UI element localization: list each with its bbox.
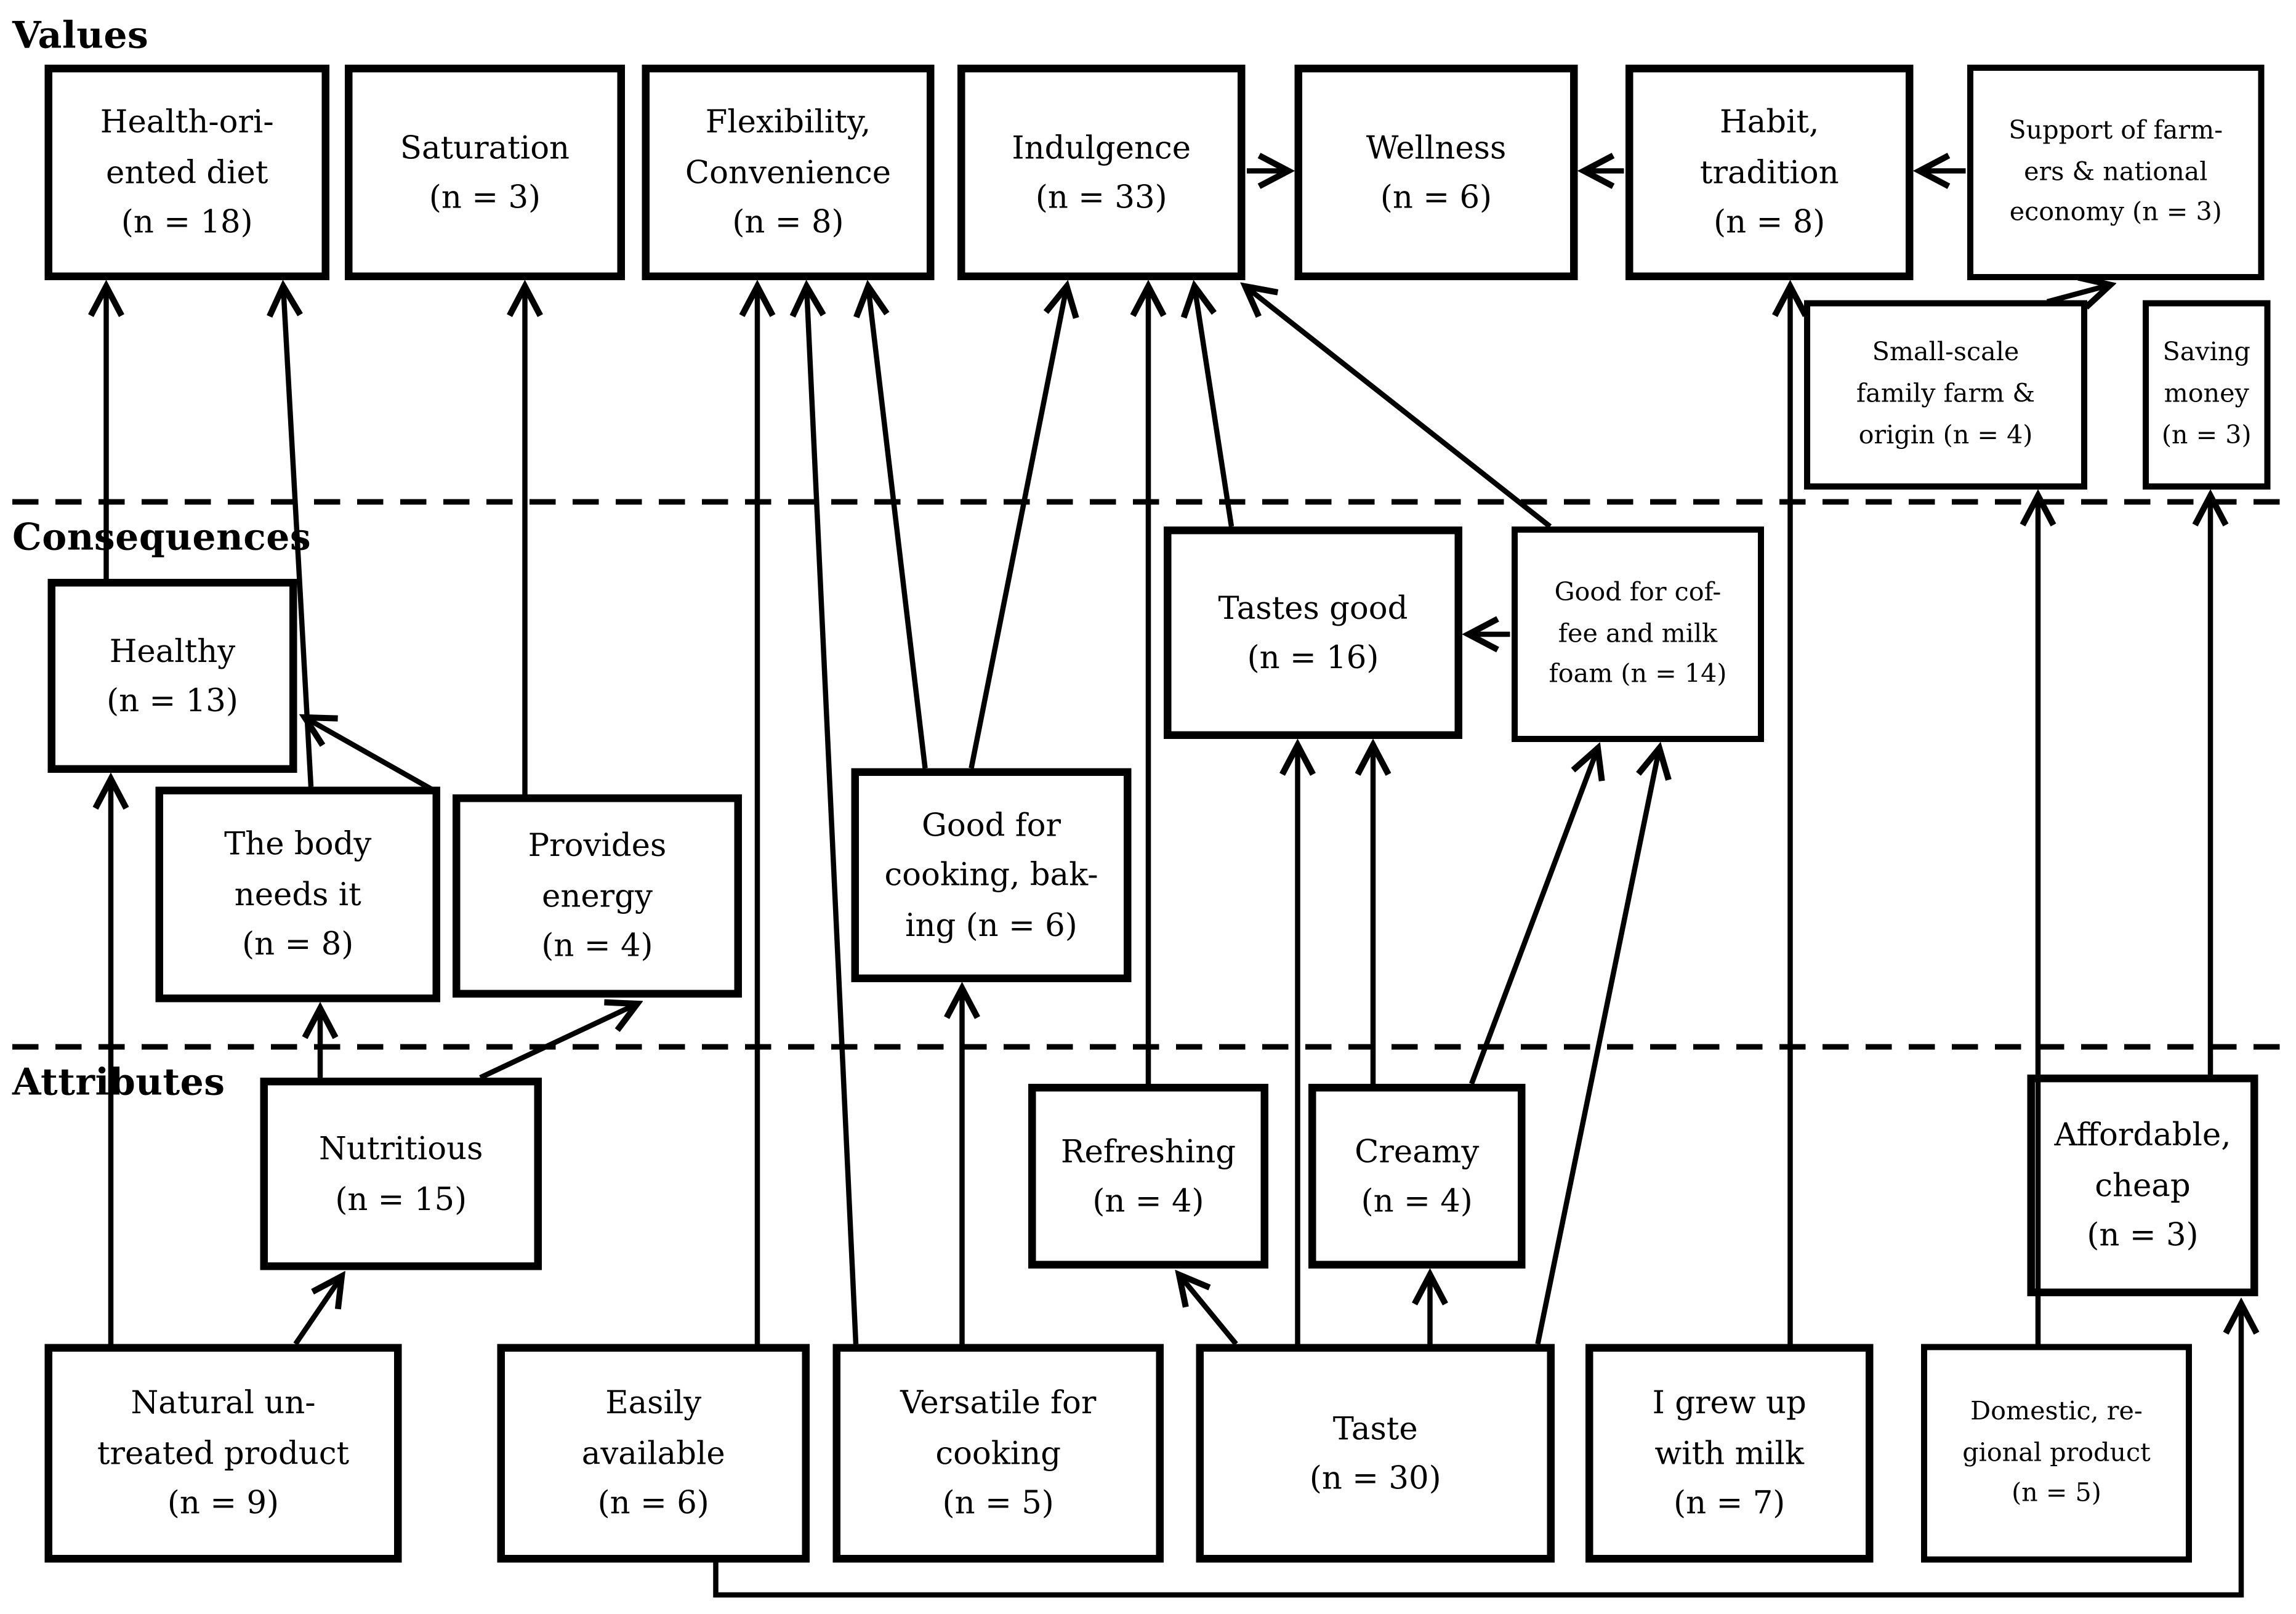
- node-the-body-needs-it: The body needs it (n = 8): [155, 786, 440, 1003]
- edge-taste-to-good-coffee: [1535, 748, 1660, 1345]
- section-label-values: Values: [12, 12, 149, 57]
- node-health-oriented-diet: Health-ori- ented diet (n = 18): [44, 65, 329, 280]
- node-affordable-cheap: Affordable, cheap (n = 3): [2027, 1075, 2258, 1296]
- edge-small-scale-to-support: [2046, 285, 2111, 302]
- edge-versatile-to-flexibility: [807, 286, 859, 1344]
- node-support-of-farmers: Support of farm- ers & national economy …: [1967, 65, 2265, 280]
- node-versatile-for-cooking: Versatile for cooking (n = 5): [832, 1344, 1164, 1563]
- edge-natural-to-nutritious: [293, 1277, 342, 1346]
- node-habit-tradition: Habit, tradition (n = 8): [1625, 65, 1914, 280]
- node-easily-available: Easily available (n = 6): [497, 1344, 810, 1563]
- edge-taste-to-refreshing: [1179, 1275, 1238, 1346]
- node-saturation: Saturation (n = 3): [345, 65, 625, 280]
- edge-nutritious-to-provides-energy: [479, 1004, 637, 1080]
- node-nutritious: Nutritious (n = 15): [260, 1078, 542, 1270]
- node-tastes-good: Tastes good (n = 16): [1164, 527, 1462, 739]
- node-saving-money: Saving money (n = 3): [2143, 300, 2271, 490]
- edge-good-coffee-to-indulgence: [1246, 286, 1552, 529]
- node-indulgence: Indulgence (n = 33): [957, 65, 1246, 280]
- edge-good-cooking-to-indulgence: [969, 286, 1067, 769]
- section-label-consequences: Consequences: [12, 514, 312, 559]
- node-taste: Taste (n = 30): [1196, 1344, 1555, 1563]
- node-good-for-cooking-baking: Good for cooking, bak- ing (n = 6): [851, 768, 1132, 982]
- edge-good-cooking-to-flexibility: [868, 286, 928, 769]
- node-i-grew-up-with-milk: I grew up with milk (n = 7): [1585, 1344, 1874, 1563]
- node-flexibility-convenience: Flexibility, Convenience (n = 8): [642, 65, 935, 280]
- node-refreshing: Refreshing (n = 4): [1028, 1084, 1268, 1269]
- node-domestic-regional-product: Domestic, re- gional product (n = 5): [1921, 1344, 2192, 1563]
- node-healthy: Healthy (n = 13): [47, 579, 297, 773]
- node-good-for-coffee: Good for cof- fee and milk foam (n = 14): [1512, 527, 1764, 742]
- edge-creamy-to-good-coffee: [1469, 748, 1598, 1085]
- node-creamy: Creamy (n = 4): [1308, 1084, 1526, 1269]
- node-small-scale-family-farm: Small-scale family farm & origin (n = 4): [1804, 300, 2087, 490]
- edge-tastes-good-to-indulgence: [1194, 286, 1235, 527]
- edge-body-needs-to-healthy: [305, 717, 434, 793]
- node-provides-energy: Provides energy (n = 4): [453, 794, 742, 998]
- node-natural-untreated-product: Natural un- treated product (n = 9): [44, 1344, 402, 1563]
- section-label-attributes: Attributes: [12, 1059, 225, 1104]
- node-wellness: Wellness (n = 6): [1294, 65, 1578, 280]
